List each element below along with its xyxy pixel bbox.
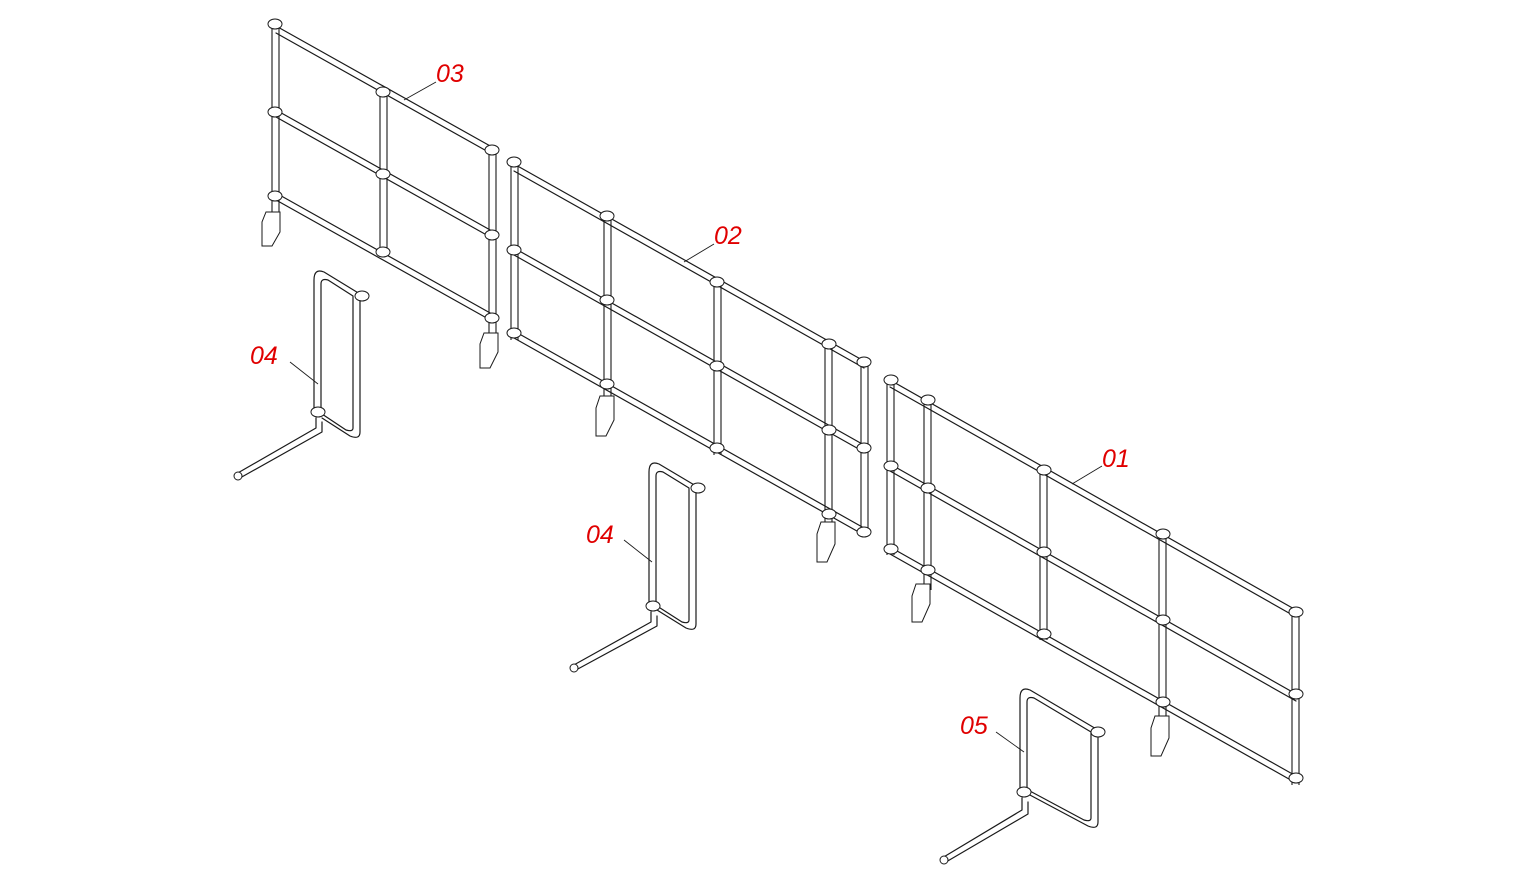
panel-02-rails <box>513 163 865 536</box>
callout-leaders <box>289 81 1103 753</box>
railing-panel-01 <box>883 374 1304 785</box>
callout-05: 05 <box>960 712 988 740</box>
panel-02-base-plates <box>595 395 836 563</box>
panel-01-rails <box>889 379 1297 784</box>
gate-05-pin <box>939 855 949 865</box>
gate-04-left-coupler-bottom <box>310 406 326 418</box>
panel-01-base-plates <box>911 583 1170 757</box>
gate-04-left-pin <box>233 471 243 481</box>
railing-panel-02 <box>506 156 872 563</box>
panel-03-base-plates <box>261 211 499 369</box>
callout-04-left: 04 <box>250 342 278 370</box>
gate-04-middle-pin <box>569 663 579 673</box>
gate-05 <box>939 688 1106 865</box>
panel-03-couplers <box>267 18 500 324</box>
gate-04-middle-coupler-bottom <box>645 600 661 612</box>
callout-03: 03 <box>436 60 464 88</box>
leader-01 <box>1071 465 1103 485</box>
panel-01-posts <box>886 378 1300 785</box>
leader-04-left <box>289 361 319 385</box>
callout-02: 02 <box>714 222 742 250</box>
gate-04-middle <box>569 462 706 673</box>
gate-04-left <box>233 270 370 481</box>
gate-04-middle-coupler-top <box>690 482 706 494</box>
leader-03 <box>403 81 437 101</box>
callout-04-middle: 04 <box>586 521 614 549</box>
gate-05-coupler-bottom <box>1016 786 1032 798</box>
leader-04-middle <box>623 539 653 563</box>
callout-labels: 03 02 01 04 04 05 <box>250 60 1130 740</box>
panel-01-couplers <box>883 374 1304 784</box>
gate-04-left-coupler-top <box>354 290 370 302</box>
railing-panel-03 <box>261 18 500 369</box>
callout-01: 01 <box>1102 445 1130 473</box>
panel-02-posts <box>510 160 869 535</box>
panel-02-couplers <box>506 156 872 538</box>
gate-05-coupler-top <box>1090 726 1106 738</box>
leader-05 <box>995 731 1025 753</box>
leader-02 <box>683 243 715 263</box>
